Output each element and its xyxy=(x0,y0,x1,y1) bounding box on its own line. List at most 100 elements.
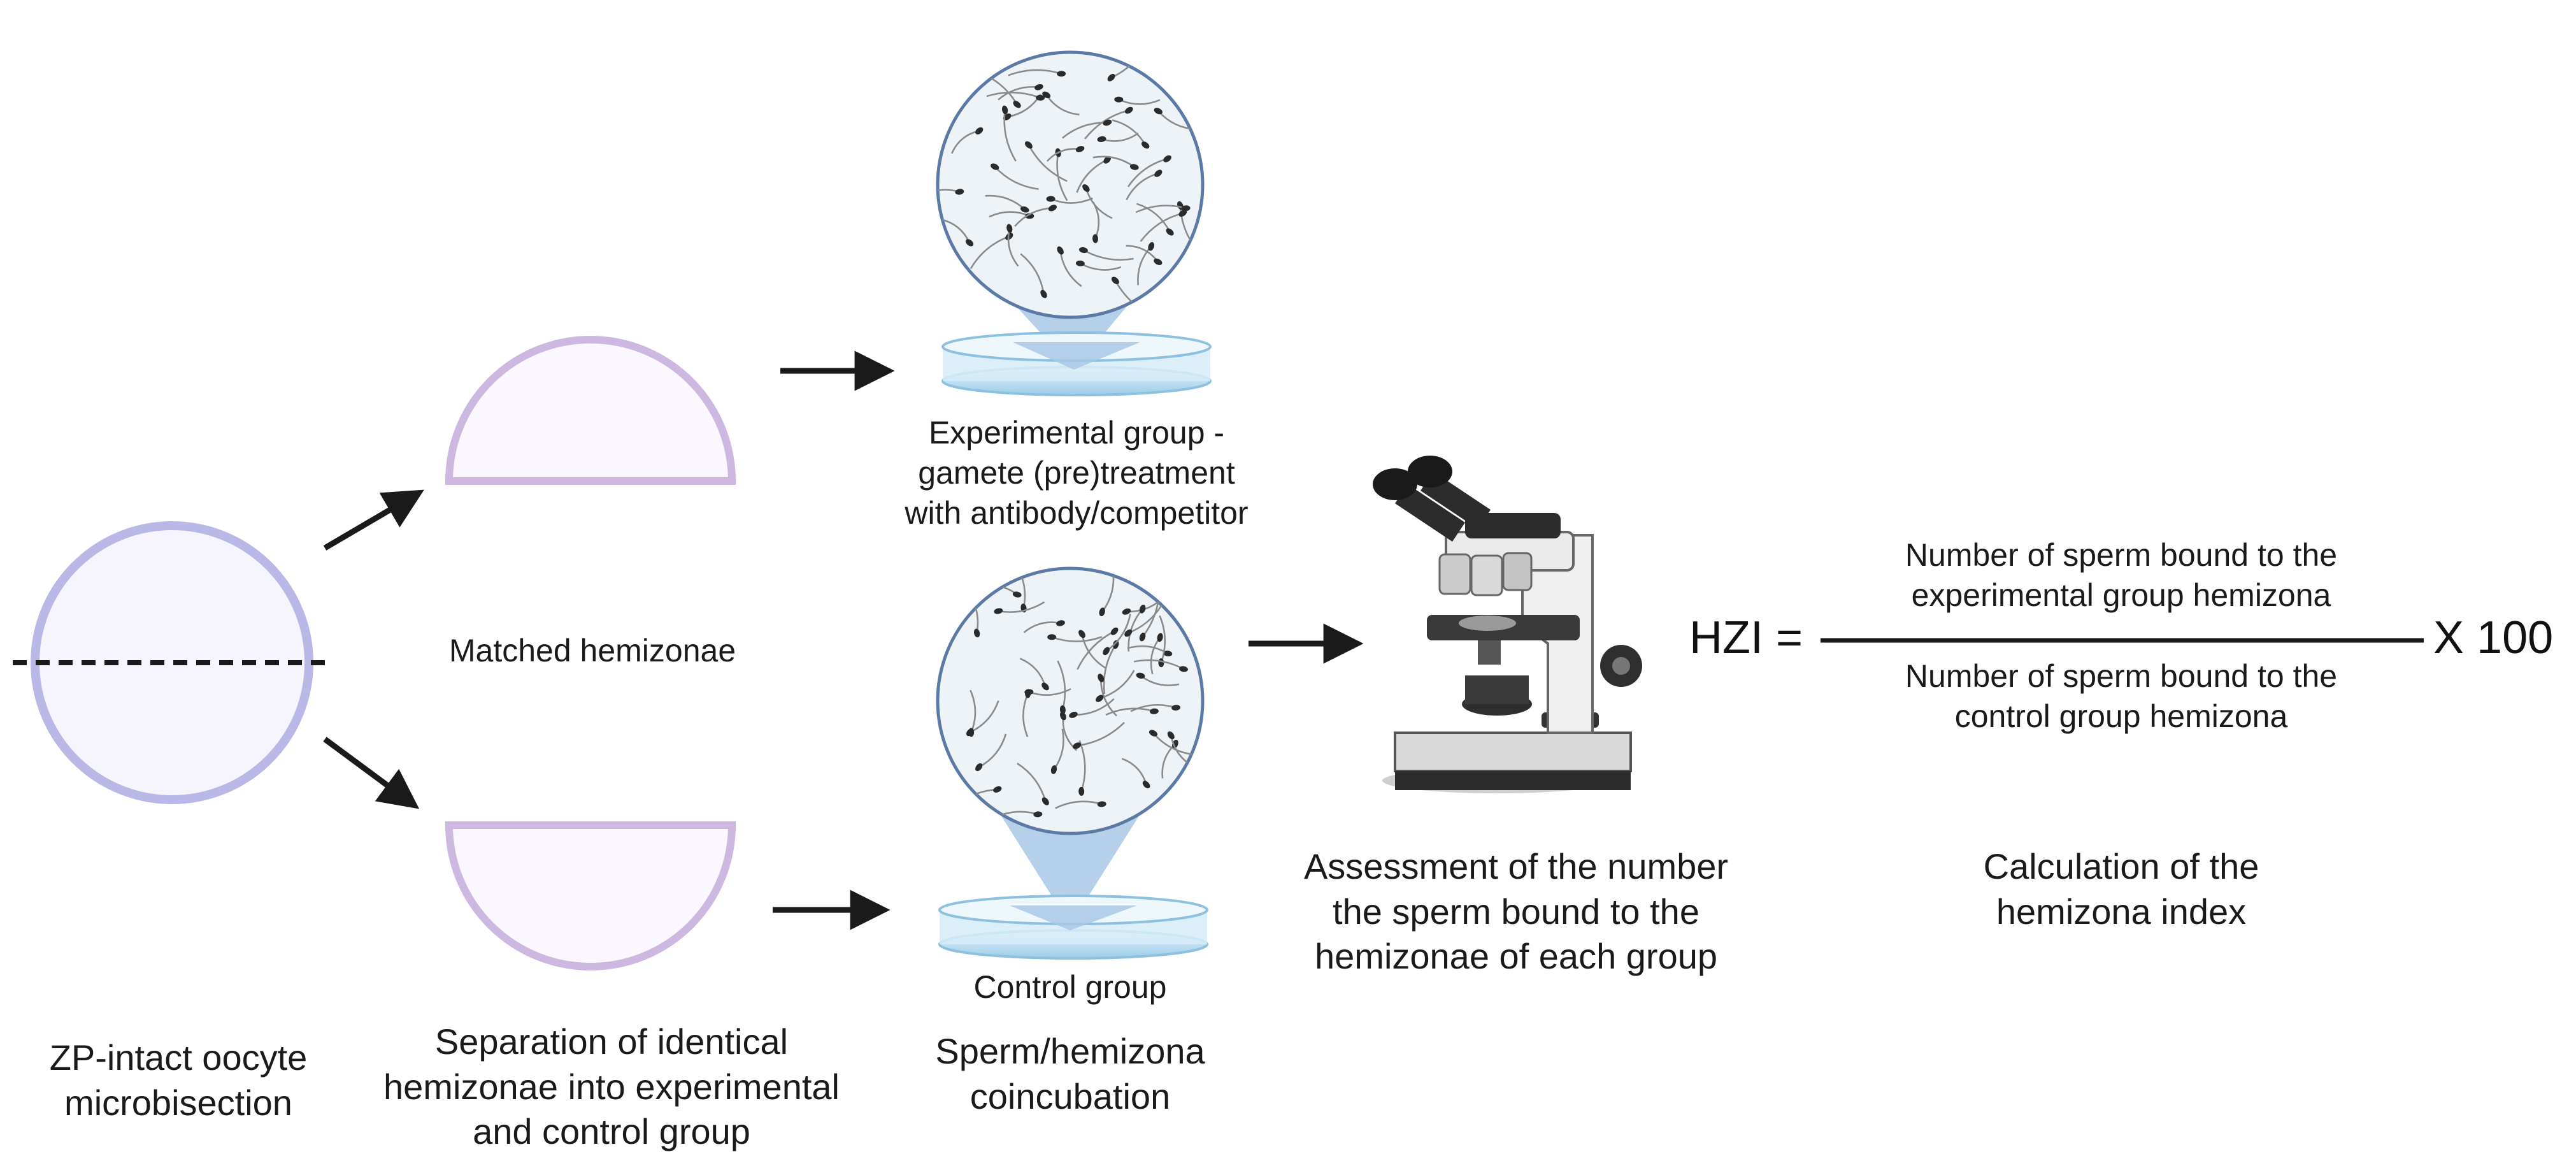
sperm-head xyxy=(1096,695,1104,702)
sperm-head xyxy=(1042,91,1051,99)
sperm-head xyxy=(1092,234,1099,243)
sperm-head xyxy=(1148,242,1155,251)
sperm-tail xyxy=(1014,207,1053,227)
sperm-tail xyxy=(1027,144,1068,182)
hemizona-bottom-icon xyxy=(445,821,736,970)
sperm-head xyxy=(1103,647,1110,656)
matched-hemizonae-label: Matched hemizonae xyxy=(448,633,736,668)
sperm-head xyxy=(1078,786,1085,796)
sperm-tail xyxy=(1133,659,1184,670)
sperm-head xyxy=(1006,224,1013,233)
sperm-tail xyxy=(1084,109,1129,140)
sperm-tail xyxy=(1073,698,1115,716)
sperm-head xyxy=(1098,674,1105,682)
step-coincubation: Sperm/hemizona coincubation xyxy=(935,1031,1205,1116)
sperm-tail xyxy=(1159,615,1166,663)
sperm-head xyxy=(1059,705,1066,714)
sperm-head xyxy=(1139,632,1146,642)
sperm-head xyxy=(1141,141,1150,149)
sperm-head xyxy=(1099,607,1105,617)
sperm-head xyxy=(1163,651,1173,657)
sperm-head xyxy=(1154,169,1163,177)
sperm-head xyxy=(1136,672,1145,679)
sperm-tail xyxy=(1135,205,1186,213)
sperm-tail xyxy=(1076,159,1108,193)
sperm-tail xyxy=(1152,732,1194,756)
sperm-tail xyxy=(1055,800,1103,809)
sperm-tail xyxy=(1020,253,1045,294)
sperm-head xyxy=(1107,73,1115,82)
sperm-tail xyxy=(1099,670,1135,700)
microscope-icon xyxy=(1373,456,1642,793)
petri-dish-control-icon xyxy=(938,895,1208,960)
step-oocyte-microbisection: ZP-intact oocyte microbisection xyxy=(49,1037,308,1123)
sperm-tail xyxy=(1051,636,1103,642)
sperm-head xyxy=(1041,682,1049,691)
sperm-head xyxy=(1142,781,1150,789)
sperm-head xyxy=(1013,101,1021,108)
sperm-head xyxy=(991,163,999,170)
sperm-tail xyxy=(1127,157,1168,187)
sperm-tail xyxy=(978,733,1007,768)
sperm-tail xyxy=(1083,249,1134,261)
sperm-tail xyxy=(1130,704,1177,712)
sperm-tail xyxy=(1077,721,1125,747)
sperm-head xyxy=(1103,155,1111,164)
sperm-head xyxy=(1024,689,1034,695)
arrow-icon xyxy=(323,737,420,809)
oocyte-icon xyxy=(13,521,331,804)
sperm-tail xyxy=(1053,728,1064,770)
sperm-head xyxy=(1078,247,1088,254)
sperm-tail xyxy=(938,189,960,199)
hemizona-top-icon xyxy=(445,336,736,485)
sperm-head xyxy=(1167,731,1175,740)
sperm-tail xyxy=(994,166,1039,190)
sperm-head xyxy=(968,728,975,737)
sperm-head xyxy=(1020,206,1029,213)
sperm-tail xyxy=(1057,660,1066,710)
magnifier-experimental-icon xyxy=(936,50,1205,370)
sperm-head xyxy=(955,189,964,195)
sperm-tail xyxy=(1105,707,1155,716)
sperm-head xyxy=(1163,155,1171,162)
sperm-head xyxy=(1069,711,1078,718)
sperm-head xyxy=(1025,213,1034,219)
sperm-head xyxy=(1024,141,1033,149)
sperm-head xyxy=(1103,119,1112,126)
control-group-label: Control group xyxy=(973,969,1167,1005)
experimental-group-label: Experimental group - gamete (pre)treatme… xyxy=(905,415,1249,531)
sperm-tail xyxy=(1017,762,1047,802)
sperm-head xyxy=(1059,711,1066,721)
magnifier-control-icon xyxy=(936,566,1205,925)
sperm-tail xyxy=(1050,197,1093,204)
sperm-head xyxy=(1048,205,1057,212)
sperm-head xyxy=(1149,708,1159,714)
sperm-tail xyxy=(1062,122,1108,139)
sperm-head xyxy=(975,763,983,772)
sperm-head xyxy=(1122,608,1131,615)
sperm-head xyxy=(1129,164,1139,170)
sperm-tail xyxy=(1008,69,1062,76)
sperm-head xyxy=(1111,277,1119,284)
sperm-head xyxy=(1075,260,1085,266)
sperm-tail xyxy=(1022,693,1029,737)
sperm-head xyxy=(1034,84,1043,90)
sperm-head xyxy=(1057,71,1066,77)
sperm-head xyxy=(1124,106,1133,114)
sperm-head xyxy=(1179,666,1188,672)
sperm-head xyxy=(1171,705,1181,711)
sperm-head xyxy=(1075,146,1085,152)
sperm-head xyxy=(1082,184,1090,192)
sperm-tail xyxy=(970,689,977,733)
sperm-head xyxy=(1047,634,1057,640)
sperm-tail xyxy=(1059,250,1082,287)
formula-denominator: Number of sperm bound to the control gro… xyxy=(1905,658,2338,734)
formula-lhs: HZI = xyxy=(1689,612,1803,663)
sperm-head xyxy=(1050,765,1057,774)
assessment-label: Assessment of the number the sperm bound… xyxy=(1303,846,1729,977)
sperm-head xyxy=(1181,205,1191,212)
sperm-head xyxy=(1178,210,1187,217)
sperm-tail xyxy=(1014,568,1026,609)
calculation-label: Calculation of the hemizona index xyxy=(1983,846,2259,932)
sperm-head xyxy=(1154,258,1163,266)
